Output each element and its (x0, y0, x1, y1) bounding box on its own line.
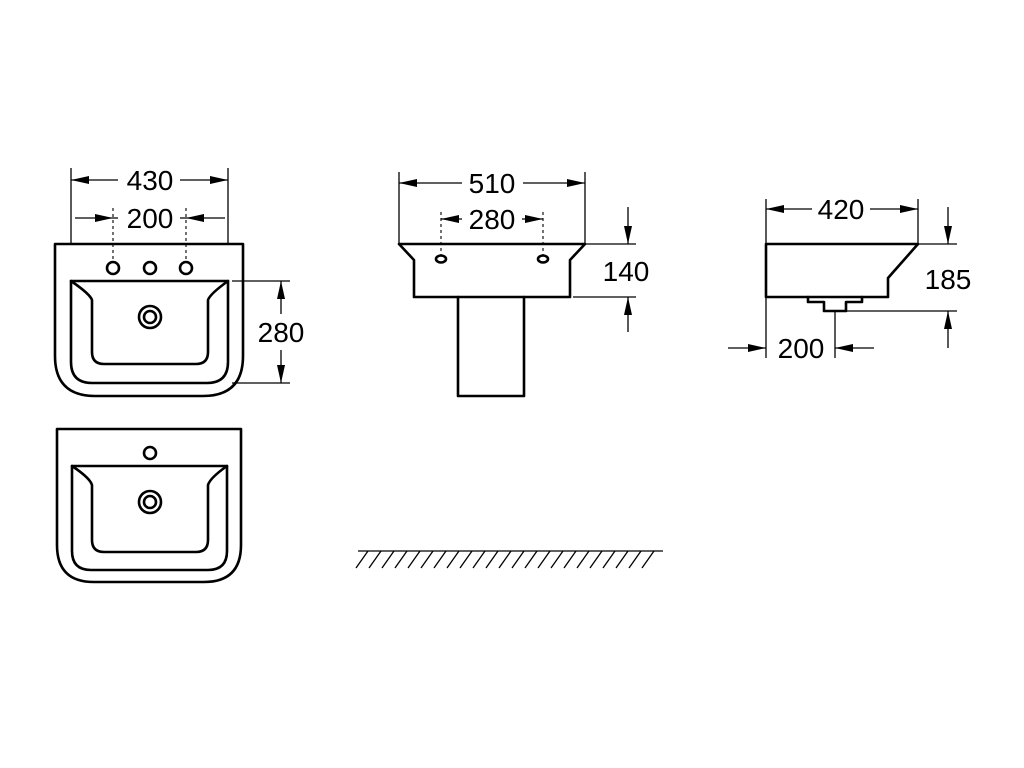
hatch-stroke (576, 550, 590, 569)
hatch-stroke (472, 550, 486, 569)
hatch-stroke (368, 550, 382, 569)
hatch-stroke (394, 550, 408, 569)
pedestal-view: 510 280 140 (397, 168, 650, 398)
tap-hole-left (434, 254, 448, 264)
front-view-one-hole (55, 427, 243, 584)
tap-hole-right (536, 254, 550, 264)
hatch-stroke (446, 550, 460, 569)
dim-pedestal-width: 510 (469, 168, 516, 199)
waste-outlet (137, 304, 163, 330)
dim-side-height: 185 (925, 264, 972, 295)
front-view-three-hole: 430 200 280 (53, 165, 305, 398)
hatch-stroke (381, 550, 395, 569)
basin-profile (397, 242, 587, 299)
hatch-stroke (563, 550, 577, 569)
hatch-stroke (459, 550, 473, 569)
hatch-stroke (602, 550, 616, 569)
hatch-stroke (485, 550, 499, 569)
floor-hatch (355, 550, 663, 569)
dim-pedestal-height: 140 (603, 256, 650, 287)
dim-pedestal-tap-spacing: 280 (469, 204, 516, 235)
basin-outline (53, 242, 245, 398)
hatch-stroke (355, 550, 369, 569)
hatch-stroke (498, 550, 512, 569)
hatch-stroke (537, 550, 551, 569)
dim-front-width: 430 (127, 165, 174, 196)
basin-outline (55, 427, 243, 584)
hatch-stroke (589, 550, 603, 569)
dim-front-depth: 280 (258, 317, 305, 348)
dim-front-tap-spacing: 200 (127, 203, 174, 234)
bowl-rim (70, 464, 229, 572)
basin-profile (764, 242, 920, 299)
tap-hole-right (178, 260, 194, 276)
bowl-inner (70, 464, 229, 554)
hatch-stroke (641, 550, 655, 569)
wall-hung-side-view: 420 185 200 (728, 194, 971, 364)
bowl-rim (69, 279, 230, 385)
hatch-stroke (420, 550, 434, 569)
dim-side-width: 420 (818, 194, 865, 225)
waste-outlet (137, 489, 163, 515)
hatch-stroke (628, 550, 642, 569)
hatch-stroke (433, 550, 447, 569)
pedestal-column (456, 295, 526, 398)
tap-hole-center (142, 260, 158, 276)
hatch-stroke (615, 550, 629, 569)
hatch-stroke (407, 550, 421, 569)
hatch-stroke (511, 550, 525, 569)
hatch-stroke (524, 550, 538, 569)
waste-outlet (806, 295, 864, 313)
bowl-inner (69, 279, 230, 366)
hatch-stroke (550, 550, 564, 569)
tap-hole-center (142, 445, 158, 461)
tap-hole-left (105, 260, 121, 276)
dim-side-waste-offset: 200 (778, 333, 825, 364)
